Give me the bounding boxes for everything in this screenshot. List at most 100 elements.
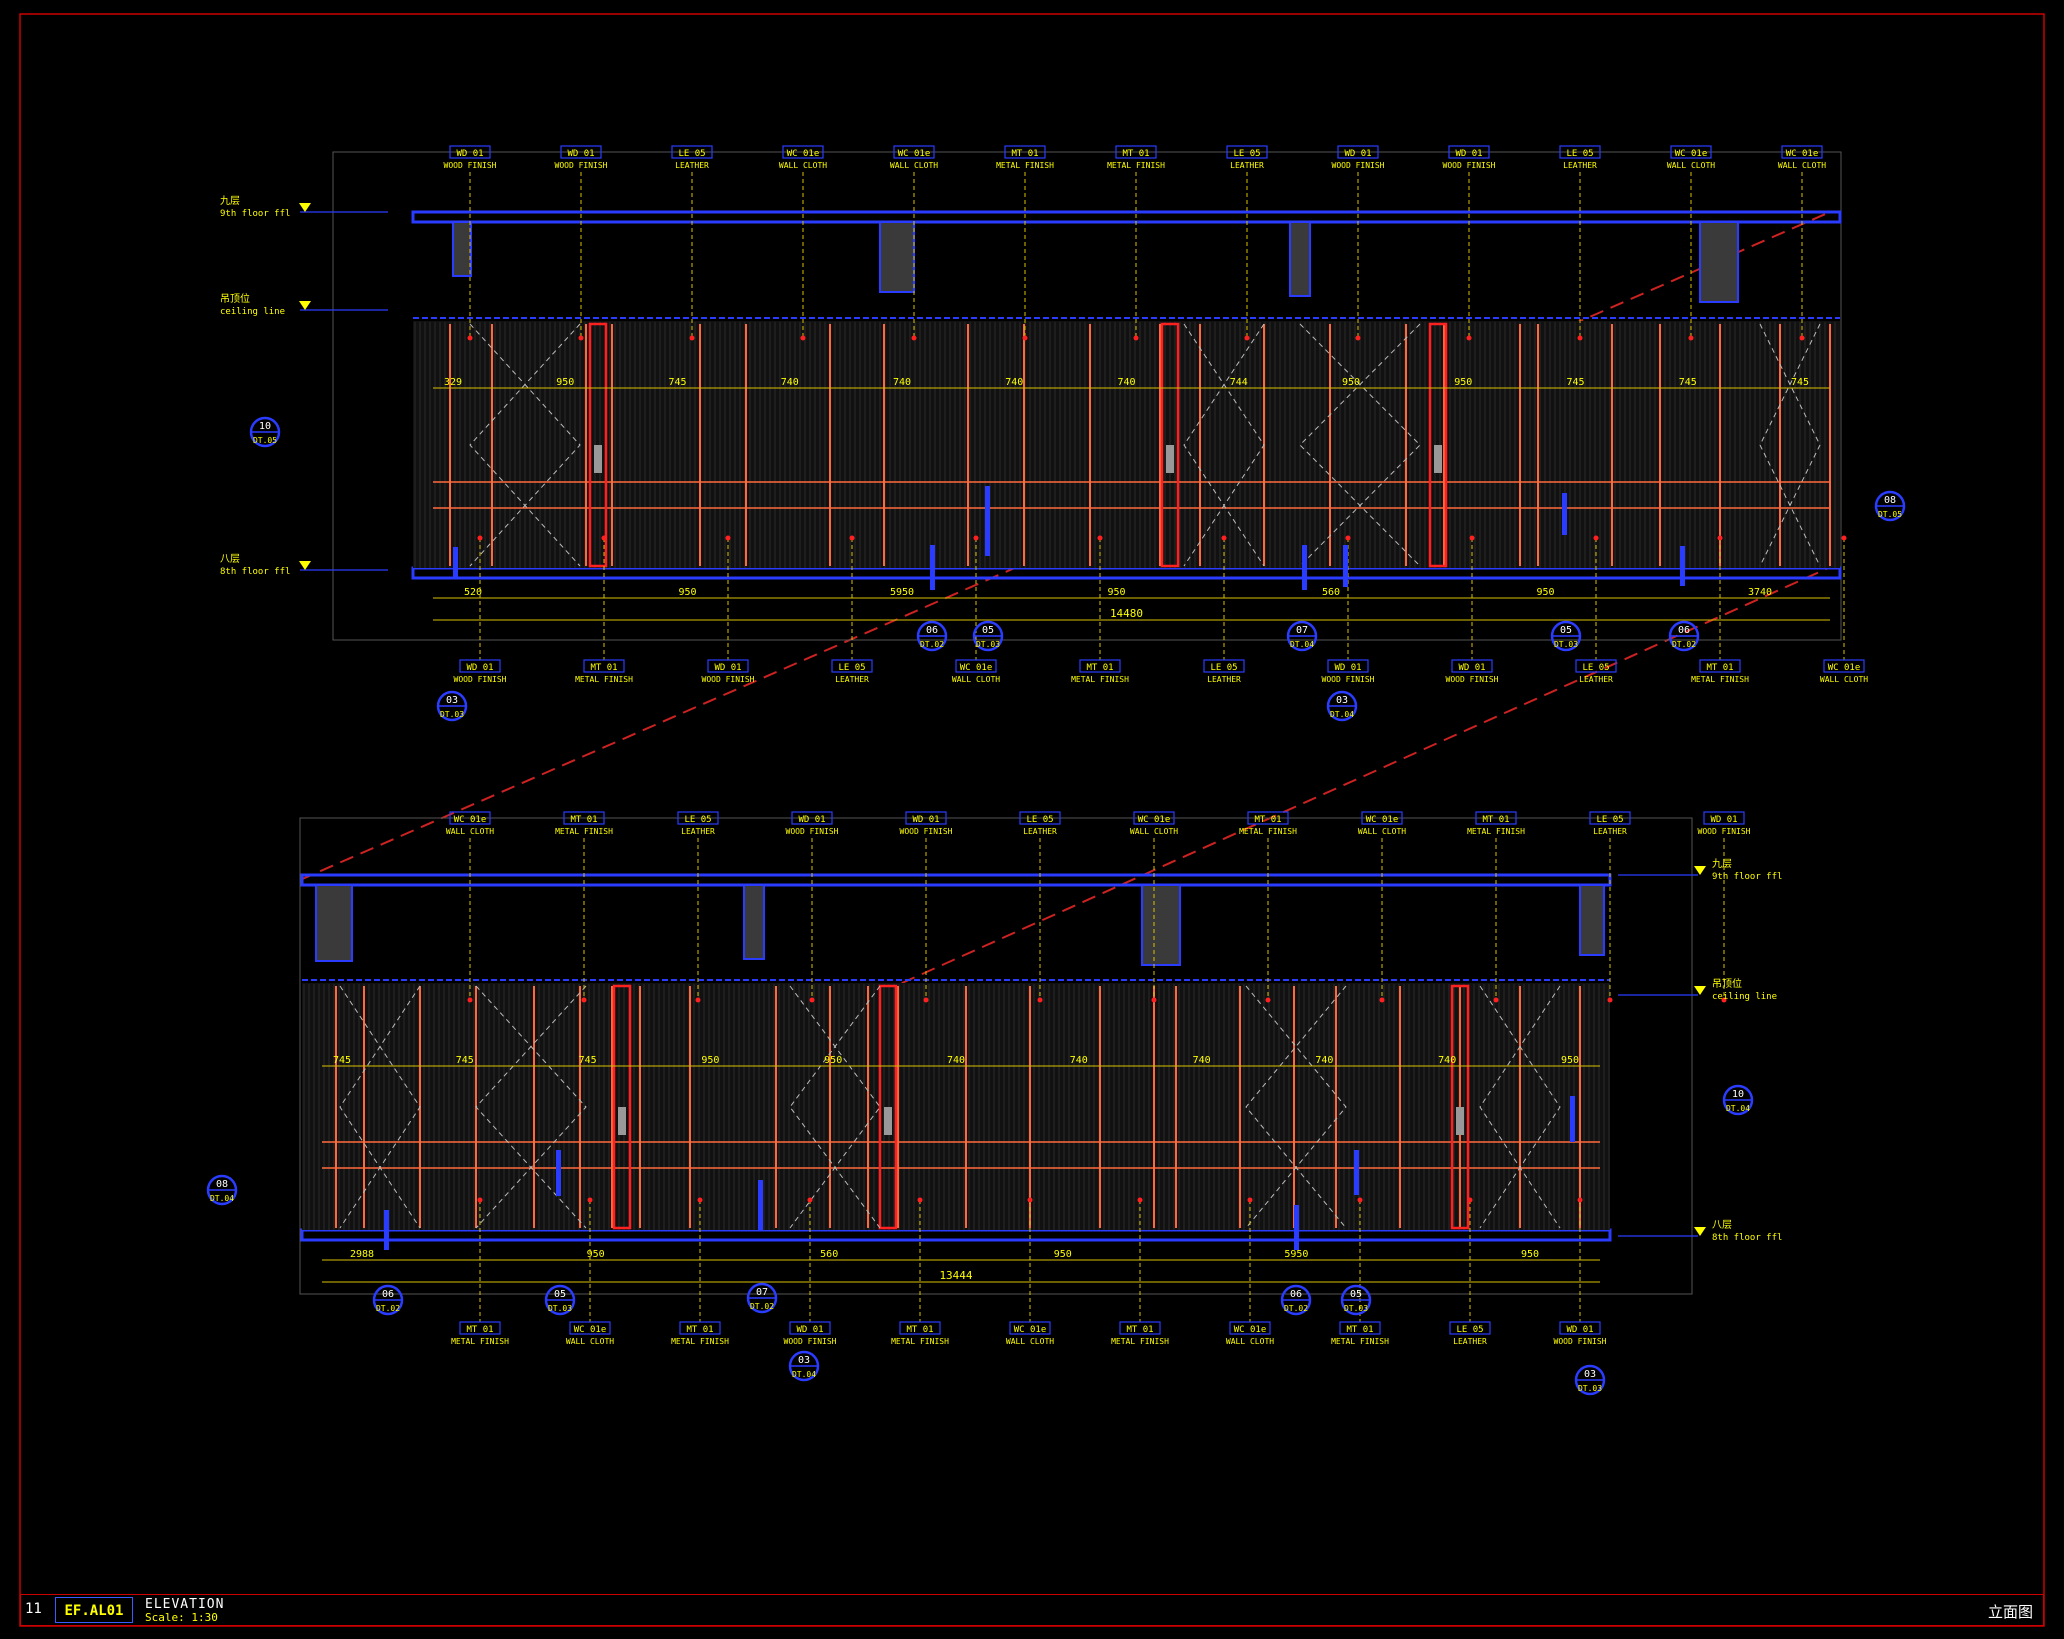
material-tag-code: WC 01e <box>898 149 931 159</box>
level-label-en: 9th floor ffl <box>220 209 290 219</box>
door-handle <box>1456 1107 1464 1135</box>
material-tag-box <box>1575 659 1617 673</box>
dimension-label: 740 <box>1117 377 1135 388</box>
material-tag-box <box>449 811 491 825</box>
material-tag-code: LE 05 <box>1210 663 1237 673</box>
callout-number: 03 <box>1584 1369 1596 1380</box>
bottom-dimension-label: 950 <box>1054 1249 1072 1260</box>
material-tag-box <box>1449 1321 1491 1335</box>
dimension-label: 745 <box>668 377 686 388</box>
material-tag-box <box>1670 145 1712 159</box>
bottom-dimension-label: 520 <box>464 587 482 598</box>
material-tag-code: WD 01 <box>1344 149 1371 159</box>
section-cut-marker <box>556 1150 561 1196</box>
dimension-label: 740 <box>1070 1055 1088 1066</box>
tag-dot <box>467 335 473 341</box>
material-tag-box <box>677 811 719 825</box>
material-tag-code: WC 01e <box>787 149 820 159</box>
callout-ref: DT.05 <box>253 436 277 445</box>
callout-number: 07 <box>756 1287 768 1298</box>
callout-number: 03 <box>798 1355 810 1366</box>
material-tag-code: MT 01 <box>1346 1325 1373 1335</box>
door-handle <box>1166 445 1174 473</box>
tag-dot <box>809 997 815 1003</box>
callout-number: 05 <box>1560 625 1572 636</box>
material-tag-name: WALL CLOTH <box>1667 161 1715 170</box>
tag-dot <box>849 535 855 541</box>
callout-ref: DT.03 <box>548 1304 572 1313</box>
tag-dot <box>1799 335 1805 341</box>
dimension-label: 740 <box>1193 1055 1211 1066</box>
callout-ref: DT.03 <box>976 640 1000 649</box>
level-label-cn: 八层 <box>1712 1219 1732 1231</box>
material-tag-name: WOOD FINISH <box>444 161 497 170</box>
material-tag-name: LEATHER <box>1230 161 1264 170</box>
material-tag-code: WD 01 <box>796 1325 823 1335</box>
door-swing-line <box>1759 323 1821 567</box>
material-tag-box <box>1448 145 1490 159</box>
material-tag-name: METAL FINISH <box>575 675 633 684</box>
callout-number: 05 <box>554 1289 566 1300</box>
material-tag-box <box>1823 659 1865 673</box>
material-tag-code: LE 05 <box>838 663 865 673</box>
tag-dot <box>1265 997 1271 1003</box>
material-tag-box <box>1703 811 1745 825</box>
bottom-dimension-label: 2988 <box>350 1249 374 1260</box>
material-tag-name: METAL FINISH <box>451 1337 509 1346</box>
material-tag-box <box>1781 145 1823 159</box>
material-tag-box <box>1559 1321 1601 1335</box>
material-tag-name: METAL FINISH <box>555 827 613 836</box>
material-tag-box <box>459 1321 501 1335</box>
section-cut-marker <box>1562 493 1567 535</box>
material-tag-name: METAL FINISH <box>1107 161 1165 170</box>
material-tag-name: WOOD FINISH <box>1554 1337 1607 1346</box>
callout-ref: DT.03 <box>440 710 464 719</box>
material-tag-code: MT 01 <box>590 663 617 673</box>
material-tag-box <box>899 1321 941 1335</box>
drawing-title-cn: 立面图 <box>1987 1603 2033 1621</box>
dimension-label: 740 <box>947 1055 965 1066</box>
dimension-label: 950 <box>1342 377 1360 388</box>
material-tag-name: WALL CLOTH <box>779 161 827 170</box>
floor-line <box>300 1228 1612 1242</box>
material-tag-box <box>1327 659 1369 673</box>
door-swing-line <box>1299 323 1421 567</box>
material-tag-box <box>449 145 491 159</box>
wall-body <box>413 321 1840 568</box>
drawing-scale: Scale: 1:30 <box>145 1611 218 1624</box>
material-tag-box <box>1203 659 1245 673</box>
door-swing-line <box>469 323 581 567</box>
section-cut-marker <box>1294 1205 1299 1250</box>
section-cut-marker <box>1570 1096 1575 1142</box>
tag-dot <box>1027 1197 1033 1203</box>
material-tag-box <box>671 145 713 159</box>
material-tag-code: WD 01 <box>912 815 939 825</box>
tag-dot <box>477 535 483 541</box>
dimension-label: 950 <box>556 377 574 388</box>
material-tag-box <box>1559 145 1601 159</box>
bottom-dimension-label: 5950 <box>1284 1249 1308 1260</box>
dimension-label: 950 <box>701 1055 719 1066</box>
material-tag-name: WOOD FINISH <box>1332 161 1385 170</box>
door-swing-line <box>475 985 587 1229</box>
total-dimension-label: 13444 <box>939 1269 972 1282</box>
material-tag-code: WC 01e <box>1828 663 1861 673</box>
door-swing-line <box>475 985 587 1229</box>
material-tag-code: LE 05 <box>1026 815 1053 825</box>
material-tag-box <box>459 659 501 673</box>
door-handle <box>594 445 602 473</box>
callout-number: 06 <box>1678 625 1690 636</box>
material-tag-code: MT 01 <box>906 1325 933 1335</box>
tag-dot <box>1357 1197 1363 1203</box>
material-tag-name: WALL CLOTH <box>1006 1337 1054 1346</box>
material-tag-box <box>560 145 602 159</box>
callout-ref: DT.04 <box>792 1370 816 1379</box>
section-cut-marker <box>1343 545 1348 587</box>
material-tag-code: MT 01 <box>686 1325 713 1335</box>
beam <box>1699 221 1739 303</box>
tag-dot <box>1607 997 1613 1003</box>
sheet-border <box>19 13 2045 1627</box>
tag-dot <box>477 1197 483 1203</box>
material-tag-name: WOOD FINISH <box>1443 161 1496 170</box>
